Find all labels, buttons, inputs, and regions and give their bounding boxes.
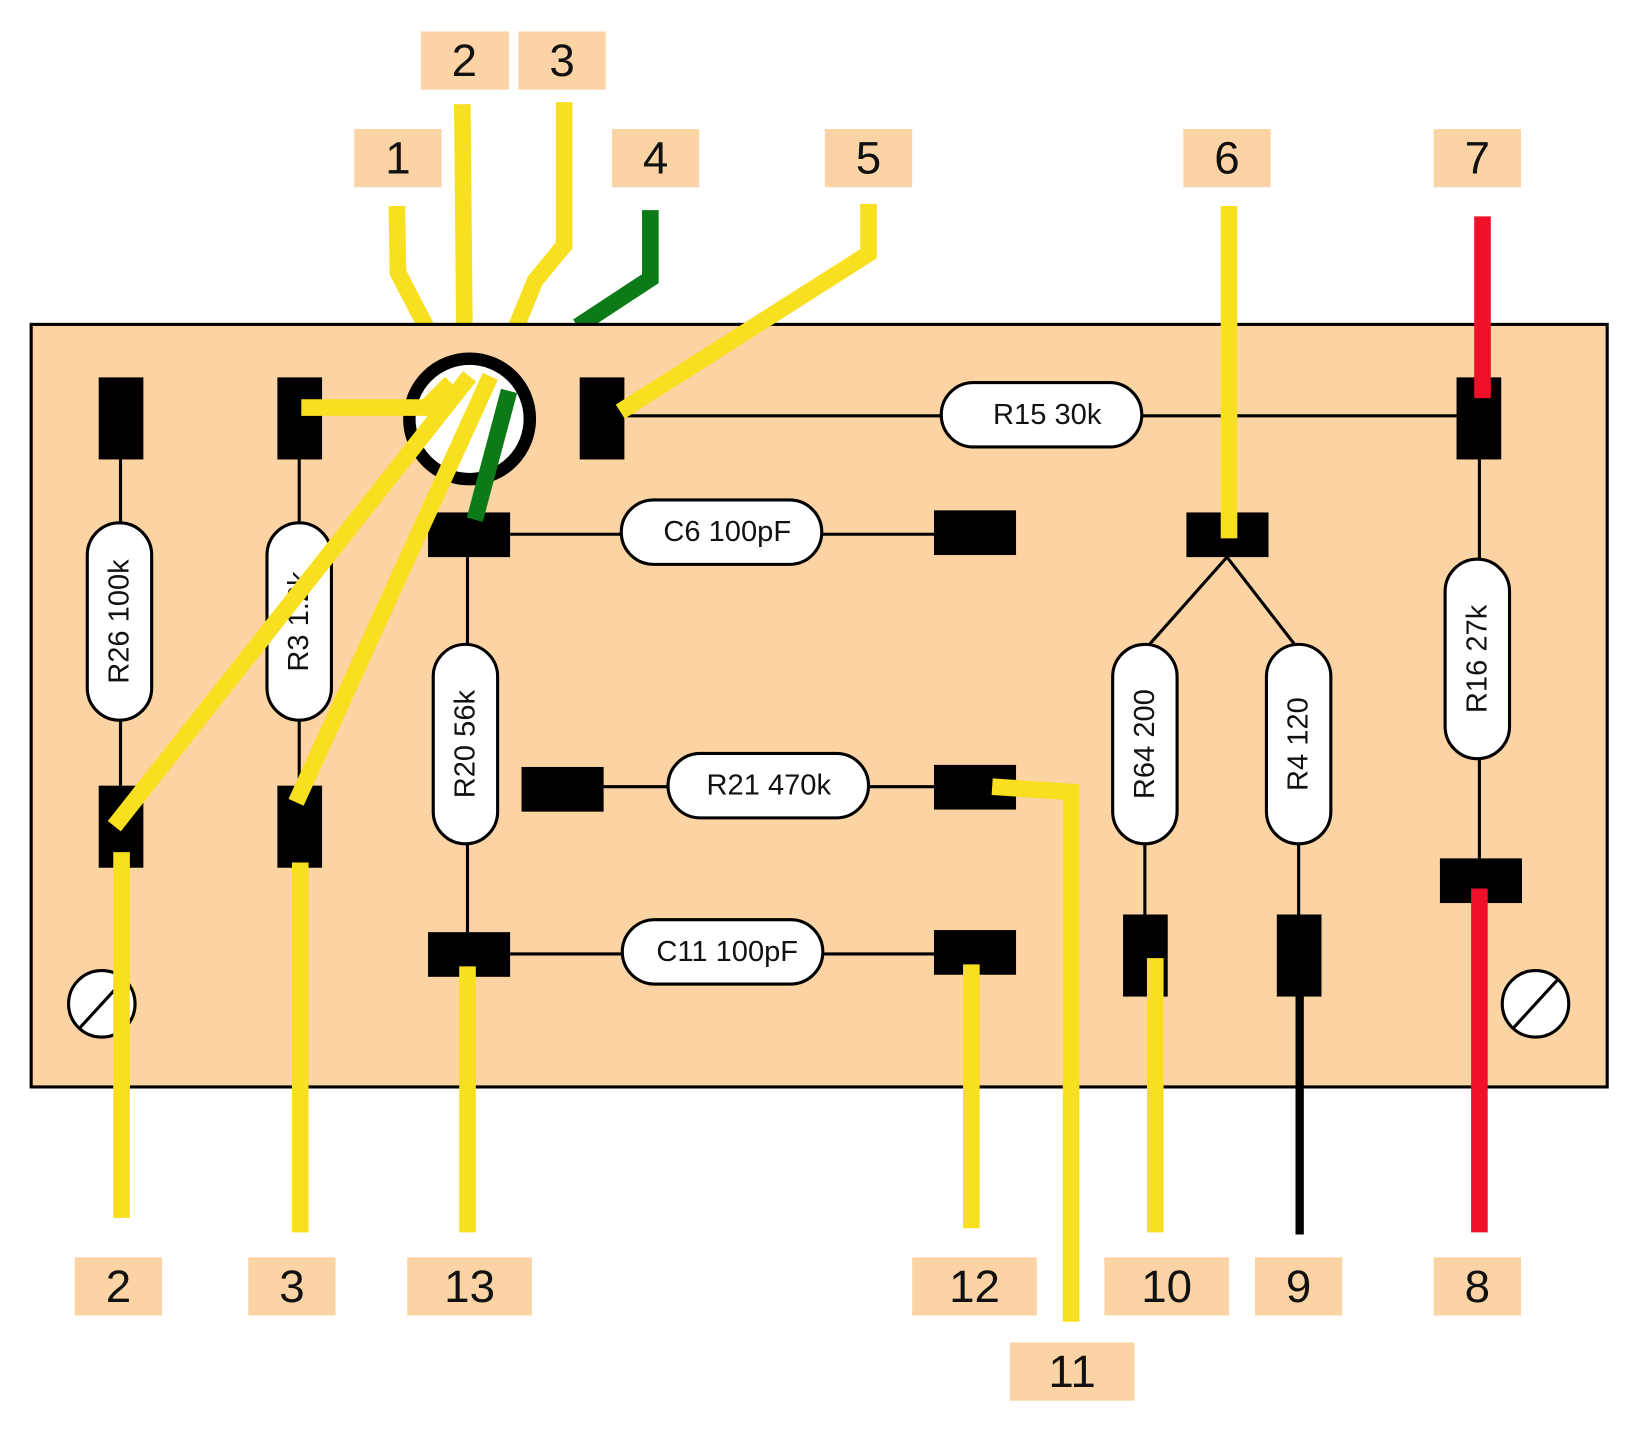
svg-text:6: 6 <box>1214 133 1239 184</box>
top-terminal-labels: 1 2 3 4 5 6 7 <box>354 31 1521 188</box>
svg-text:R4 120: R4 120 <box>1283 697 1315 791</box>
pad <box>428 512 511 558</box>
pad <box>277 377 323 460</box>
svg-text:C6 100pF: C6 100pF <box>663 516 791 548</box>
capacitor-c11: C11 100pF <box>620 918 825 986</box>
board-wires <box>107 203 1491 1322</box>
wire-5 <box>615 203 877 419</box>
svg-text:11: 11 <box>1048 1346 1095 1397</box>
svg-text:9: 9 <box>1286 1261 1311 1312</box>
terminal-label: 5 <box>824 129 913 188</box>
terminal-label: 6 <box>1183 129 1271 188</box>
bottom-terminal-labels: 2 3 13 12 11 10 9 8 <box>74 1257 1521 1401</box>
svg-text:7: 7 <box>1465 133 1490 184</box>
svg-text:3: 3 <box>549 35 574 86</box>
svg-text:2: 2 <box>106 1261 131 1312</box>
capacitor-c6: C6 100pF <box>619 498 824 566</box>
svg-text:8: 8 <box>1465 1261 1490 1312</box>
resistor-r26: R26 100k <box>85 521 154 722</box>
svg-text:3: 3 <box>279 1261 304 1312</box>
terminal-label: 2 <box>74 1257 163 1316</box>
terminal-label: 4 <box>611 129 700 188</box>
svg-text:12: 12 <box>949 1261 1000 1312</box>
resistor-r4: R4 120 <box>1264 642 1333 846</box>
svg-text:R15 30k: R15 30k <box>993 399 1102 431</box>
svg-text:4: 4 <box>643 133 668 184</box>
wire-2 <box>454 104 473 327</box>
terminal-label: 10 <box>1104 1257 1230 1316</box>
terminal-label: 9 <box>1254 1257 1343 1316</box>
terminal-label: 13 <box>407 1257 532 1316</box>
wire-1 <box>388 205 434 331</box>
svg-text:1: 1 <box>385 133 410 184</box>
terminal-label: 7 <box>1433 129 1521 188</box>
terminal-label: 3 <box>248 1257 336 1316</box>
svg-text:R26 100k: R26 100k <box>103 559 135 684</box>
svg-text:R21 470k: R21 470k <box>707 770 832 802</box>
svg-text:5: 5 <box>856 133 881 184</box>
terminal-label: 12 <box>912 1257 1037 1316</box>
pad <box>579 377 625 460</box>
svg-text:2: 2 <box>452 35 477 86</box>
screw-icon <box>1500 969 1571 1039</box>
pad <box>521 766 604 812</box>
pad <box>933 510 1017 556</box>
resistor-r64: R64 200 <box>1111 642 1179 846</box>
wire-3 <box>508 102 573 330</box>
wire-2-inner <box>107 371 477 832</box>
wire-bottom-11 <box>991 778 1080 1322</box>
resistor-r16: R16 27k <box>1443 557 1512 761</box>
terminal-label: 2 <box>420 31 510 90</box>
terminal-label: 8 <box>1433 1257 1521 1316</box>
pad <box>1276 914 1322 997</box>
svg-text:R64 200: R64 200 <box>1129 689 1161 799</box>
wire-3-inner <box>288 372 498 806</box>
resistor-r20: R20 56k <box>431 642 500 846</box>
pad <box>98 377 144 460</box>
wire-1-inner <box>301 376 457 416</box>
svg-text:R16 27k: R16 27k <box>1461 604 1493 713</box>
terminal-label: 11 <box>1009 1342 1135 1401</box>
resistor-r15: R15 30k <box>939 381 1144 449</box>
svg-text:13: 13 <box>444 1261 495 1312</box>
wire-4-inner <box>466 388 518 522</box>
terminal-label: 1 <box>354 129 442 188</box>
components: R26 100k R3 1.2k R20 56k R64 200 R4 120 … <box>85 381 1512 986</box>
circuit-board <box>29 322 1609 1089</box>
resistor-r21: R21 470k <box>666 751 871 820</box>
svg-text:R20 56k: R20 56k <box>449 689 481 798</box>
terminal-label: 3 <box>518 31 606 90</box>
svg-text:C11 100pF: C11 100pF <box>656 936 798 968</box>
wire-4 <box>573 210 659 334</box>
top-wires <box>388 102 659 334</box>
svg-text:10: 10 <box>1141 1261 1192 1312</box>
